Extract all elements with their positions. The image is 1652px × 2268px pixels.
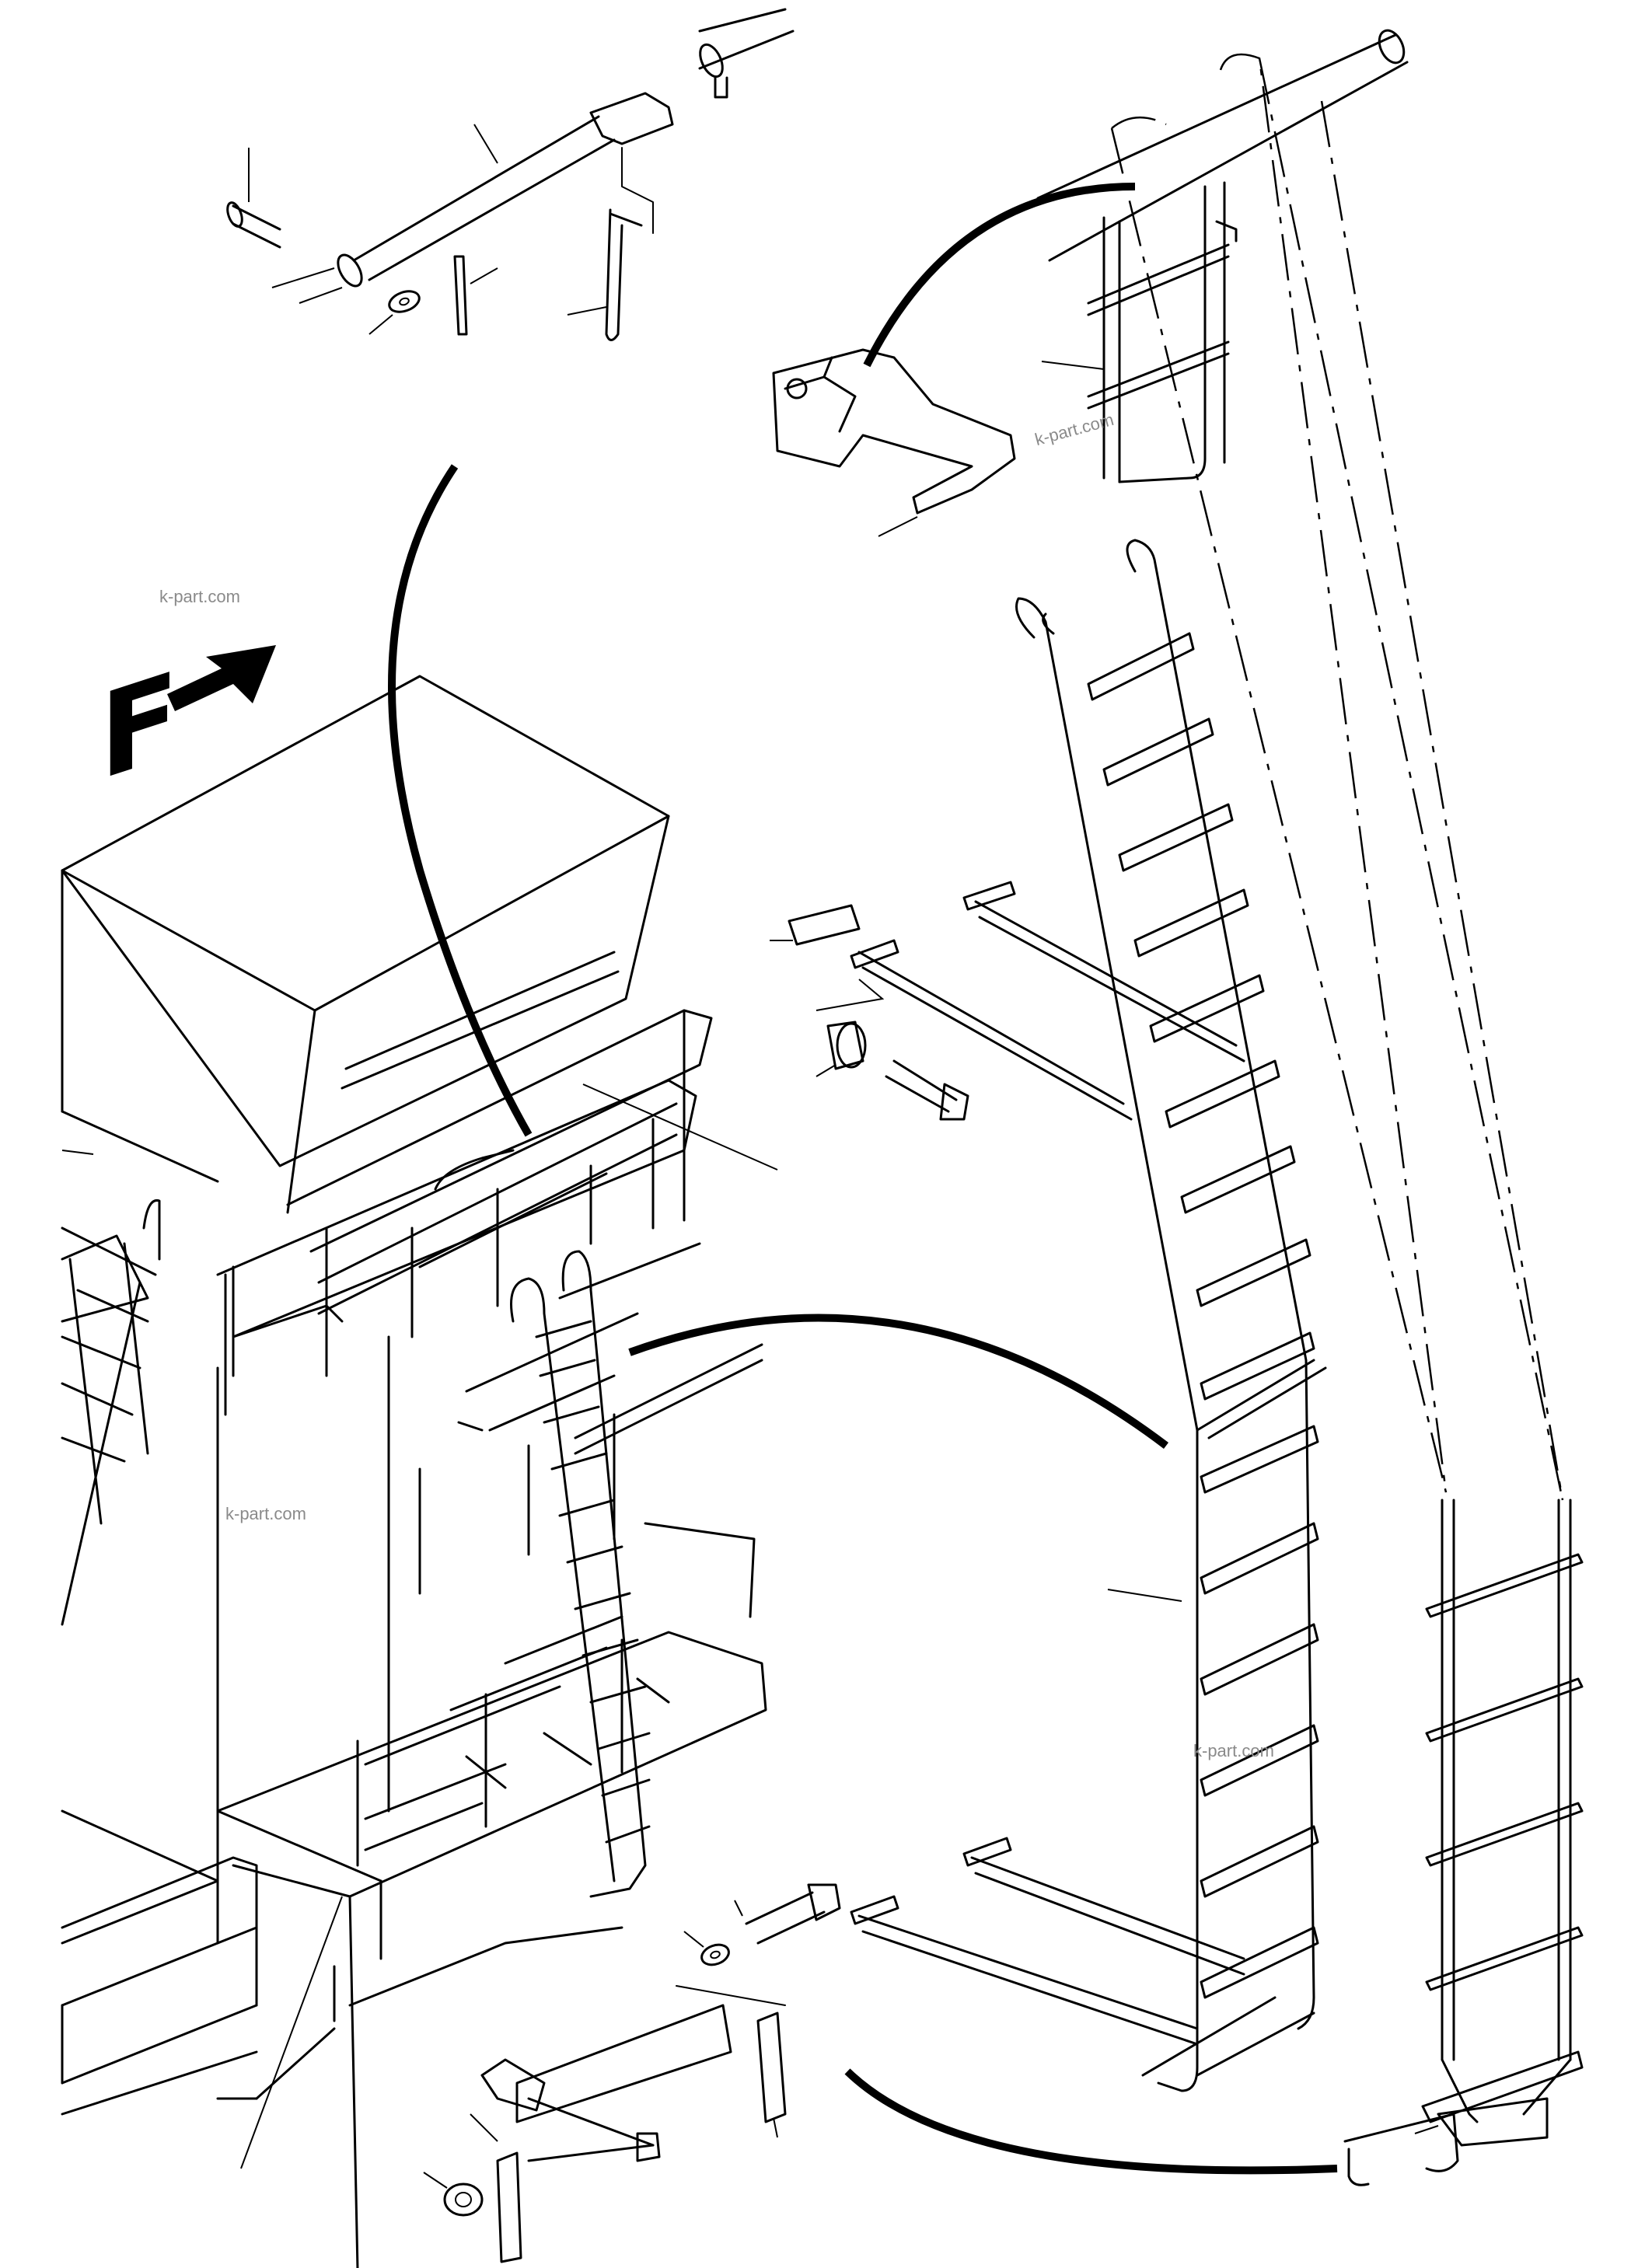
watermark: k-part.com [1193,1741,1274,1760]
front-direction-arrow [167,645,276,711]
reference-dash-lines [1110,53,1564,1501]
strut-hardware [770,904,1182,1602]
rung-ladder-detail [844,1499,1584,2186]
handrail-tube-assembly [226,8,795,341]
front-direction-label: F [100,646,180,808]
machine-ladder-small [510,1250,651,1898]
machine-platform-overview [61,464,1169,2268]
ladder-bracket-detail [772,29,1409,537]
watermark: k-part.com [225,1504,306,1523]
ladder-support-struts [850,881,1245,2046]
watermark: k-part.com [159,587,240,606]
mounting-bracket-detail [423,1883,841,2263]
main-ladder [770,539,1327,2092]
ladder-rungs [1087,632,1319,1999]
